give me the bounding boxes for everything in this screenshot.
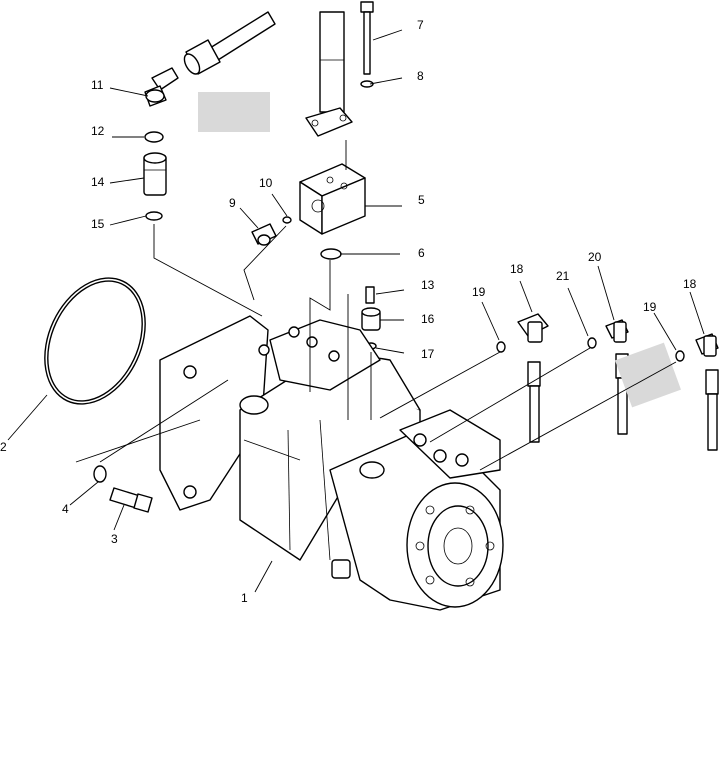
callout-15: 15: [91, 217, 105, 231]
elbow-fitting-18-left: [517, 313, 549, 343]
fitting-16: [361, 307, 381, 331]
o-ring-15: [145, 211, 163, 221]
o-ring-6: [320, 248, 342, 260]
callout-2: 2: [0, 440, 7, 454]
o-ring-19-left: [496, 341, 506, 353]
callout-11: 11: [91, 78, 104, 92]
o-ring-10: [282, 216, 292, 224]
pipe-vertical: [305, 11, 353, 137]
leader-lines: [7, 29, 705, 593]
o-ring-21: [587, 337, 597, 349]
hose-pipe-3: [705, 369, 719, 451]
callout-18-left: 18: [510, 262, 524, 276]
callout-16: 16: [421, 312, 435, 326]
washer-4: [93, 465, 107, 483]
blurred-watermark: [198, 92, 270, 132]
o-ring-12: [144, 131, 164, 143]
callout-6: 6: [418, 246, 425, 260]
callout-18-right: 18: [683, 277, 697, 291]
hose-upper-left: [183, 11, 276, 75]
large-o-ring-2: [44, 277, 146, 405]
callout-17: 17: [421, 347, 435, 361]
blurred-watermark-2: [615, 342, 681, 408]
callout-4: 4: [62, 502, 69, 516]
callout-20: 20: [588, 250, 602, 264]
callout-13: 13: [421, 278, 435, 292]
valve-block-5: [299, 163, 366, 235]
bolt-7: [360, 1, 374, 75]
callout-numbers: 1 2 3 4 5 6 7 8 9 10 11 12 13 14 15 16 1…: [0, 18, 697, 605]
callout-9: 9: [229, 196, 236, 210]
adapter-14: [143, 152, 167, 196]
large-o-ring-2-inner: [47, 280, 143, 402]
callout-1: 1: [241, 591, 248, 605]
elbow-fitting-11: [144, 67, 179, 107]
callout-8: 8: [417, 69, 424, 83]
main-pump-body-1: [159, 315, 504, 611]
elbow-fitting-18-right: [695, 333, 719, 357]
hose-pipe-1: [527, 361, 541, 443]
o-ring-19-right: [675, 350, 685, 362]
elbow-fitting-20: [605, 319, 629, 343]
callout-10: 10: [259, 176, 273, 190]
plug-13: [365, 286, 375, 304]
callout-3: 3: [111, 532, 118, 546]
callout-19-left: 19: [472, 285, 486, 299]
callout-12: 12: [91, 124, 105, 138]
washer-8: [360, 80, 374, 88]
bolt-3: [109, 487, 153, 513]
callout-7: 7: [417, 18, 424, 32]
callout-19-right: 19: [643, 300, 657, 314]
callout-14: 14: [91, 175, 105, 189]
callout-21: 21: [556, 269, 570, 283]
callout-5: 5: [418, 193, 425, 207]
fitting-9: [251, 223, 277, 246]
